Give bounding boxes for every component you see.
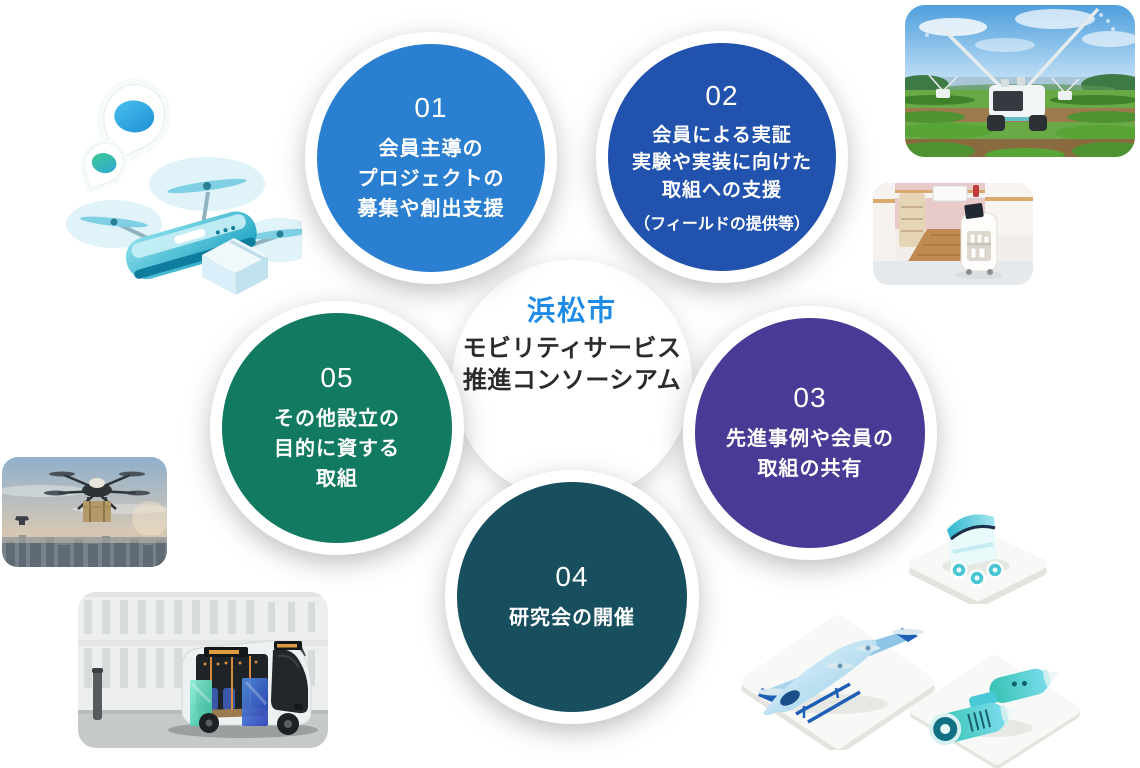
rover-wheels [950, 561, 1004, 587]
underwater-drone-illustration [910, 655, 1080, 768]
circle-02-line: 取組への支援 [661, 179, 782, 201]
drone-city-photo [2, 457, 167, 567]
circle-05-other-activities: 05 その他設立の 目的に資する 取組 [210, 301, 464, 555]
center-circle [452, 260, 692, 500]
circle-03-line: 先進事例や会員の [726, 428, 894, 450]
circle-05-line: 目的に資する [274, 438, 400, 460]
delivery-drone-illustration [66, 78, 302, 295]
circle-02-line: 実験や実装に向けた [631, 152, 812, 174]
circle-02-note: （フィールドの提供等） [634, 216, 810, 234]
circle-01-line: プロジェクトの [357, 168, 505, 190]
circle-01-line: 募集や創出支援 [357, 198, 505, 220]
bollard [92, 668, 103, 720]
drone-city-photo-art [2, 457, 167, 567]
title-city: 浜松市 [526, 295, 617, 326]
circle-05-number: 05 [320, 362, 354, 393]
location-pin-large [97, 78, 171, 169]
title-line-1: モビリティサービス [462, 335, 682, 362]
shuttle-bus [168, 640, 318, 738]
circle-01-number: 01 [414, 92, 448, 123]
hexacopter-drone [44, 471, 150, 522]
circle-04-number: 04 [555, 561, 589, 592]
rotors [80, 178, 302, 240]
delivery-rover-illustration [909, 514, 1047, 604]
spray-robot [925, 7, 1115, 131]
evtol-aircraft-illustration [741, 615, 935, 750]
hospital-robot-photo-art [873, 183, 1033, 285]
crop-rows [905, 95, 1135, 157]
title-line-2: 推進コンソーシアム [462, 366, 682, 394]
circle-01-line: 会員主導の [378, 138, 484, 160]
delivery-cart-robot [955, 203, 1003, 279]
rov-robot [929, 668, 1059, 746]
hospital-robot-photo [873, 183, 1033, 285]
rover-robot [947, 514, 1004, 587]
location-pin-small [80, 139, 127, 194]
circle-04-study-group: 04 研究会の開催 [445, 470, 699, 724]
circle-01-member-projects: 01 会員主導の プロジェクトの 募集や創出支援 [305, 32, 557, 284]
city-skyline [2, 535, 167, 567]
evtol-aircraft [758, 628, 924, 724]
circle-05-line: 取組 [316, 468, 358, 490]
circle-03-line: 取組の共有 [757, 458, 863, 480]
circle-05-line: その他設立の [274, 408, 400, 430]
shuttle-bus-photo [78, 592, 328, 748]
circle-02-demonstration-support: 02 会員による実証 実験や実装に向けた 取組への支援 （フィールドの提供等） [596, 31, 848, 283]
circle-04-line: 研究会の開催 [509, 607, 635, 629]
circle-02-line: 会員による実証 [652, 124, 792, 146]
circle-03-number: 03 [793, 382, 827, 413]
distant-spray-robots [928, 74, 1080, 100]
agri-robot-photo-art [905, 5, 1135, 157]
small-drone [15, 516, 29, 525]
circle-03-case-sharing: 03 先進事例や会員の 取組の共有 [683, 306, 937, 560]
agri-robot-photo [905, 5, 1135, 157]
shuttle-bus-photo-art [78, 592, 328, 748]
quadcopter-drone [66, 157, 302, 295]
package [202, 238, 268, 295]
circle-02-number: 02 [705, 79, 739, 111]
diagram-title: 浜松市 モビリティサービス 推進コンソーシアム [442, 289, 702, 396]
